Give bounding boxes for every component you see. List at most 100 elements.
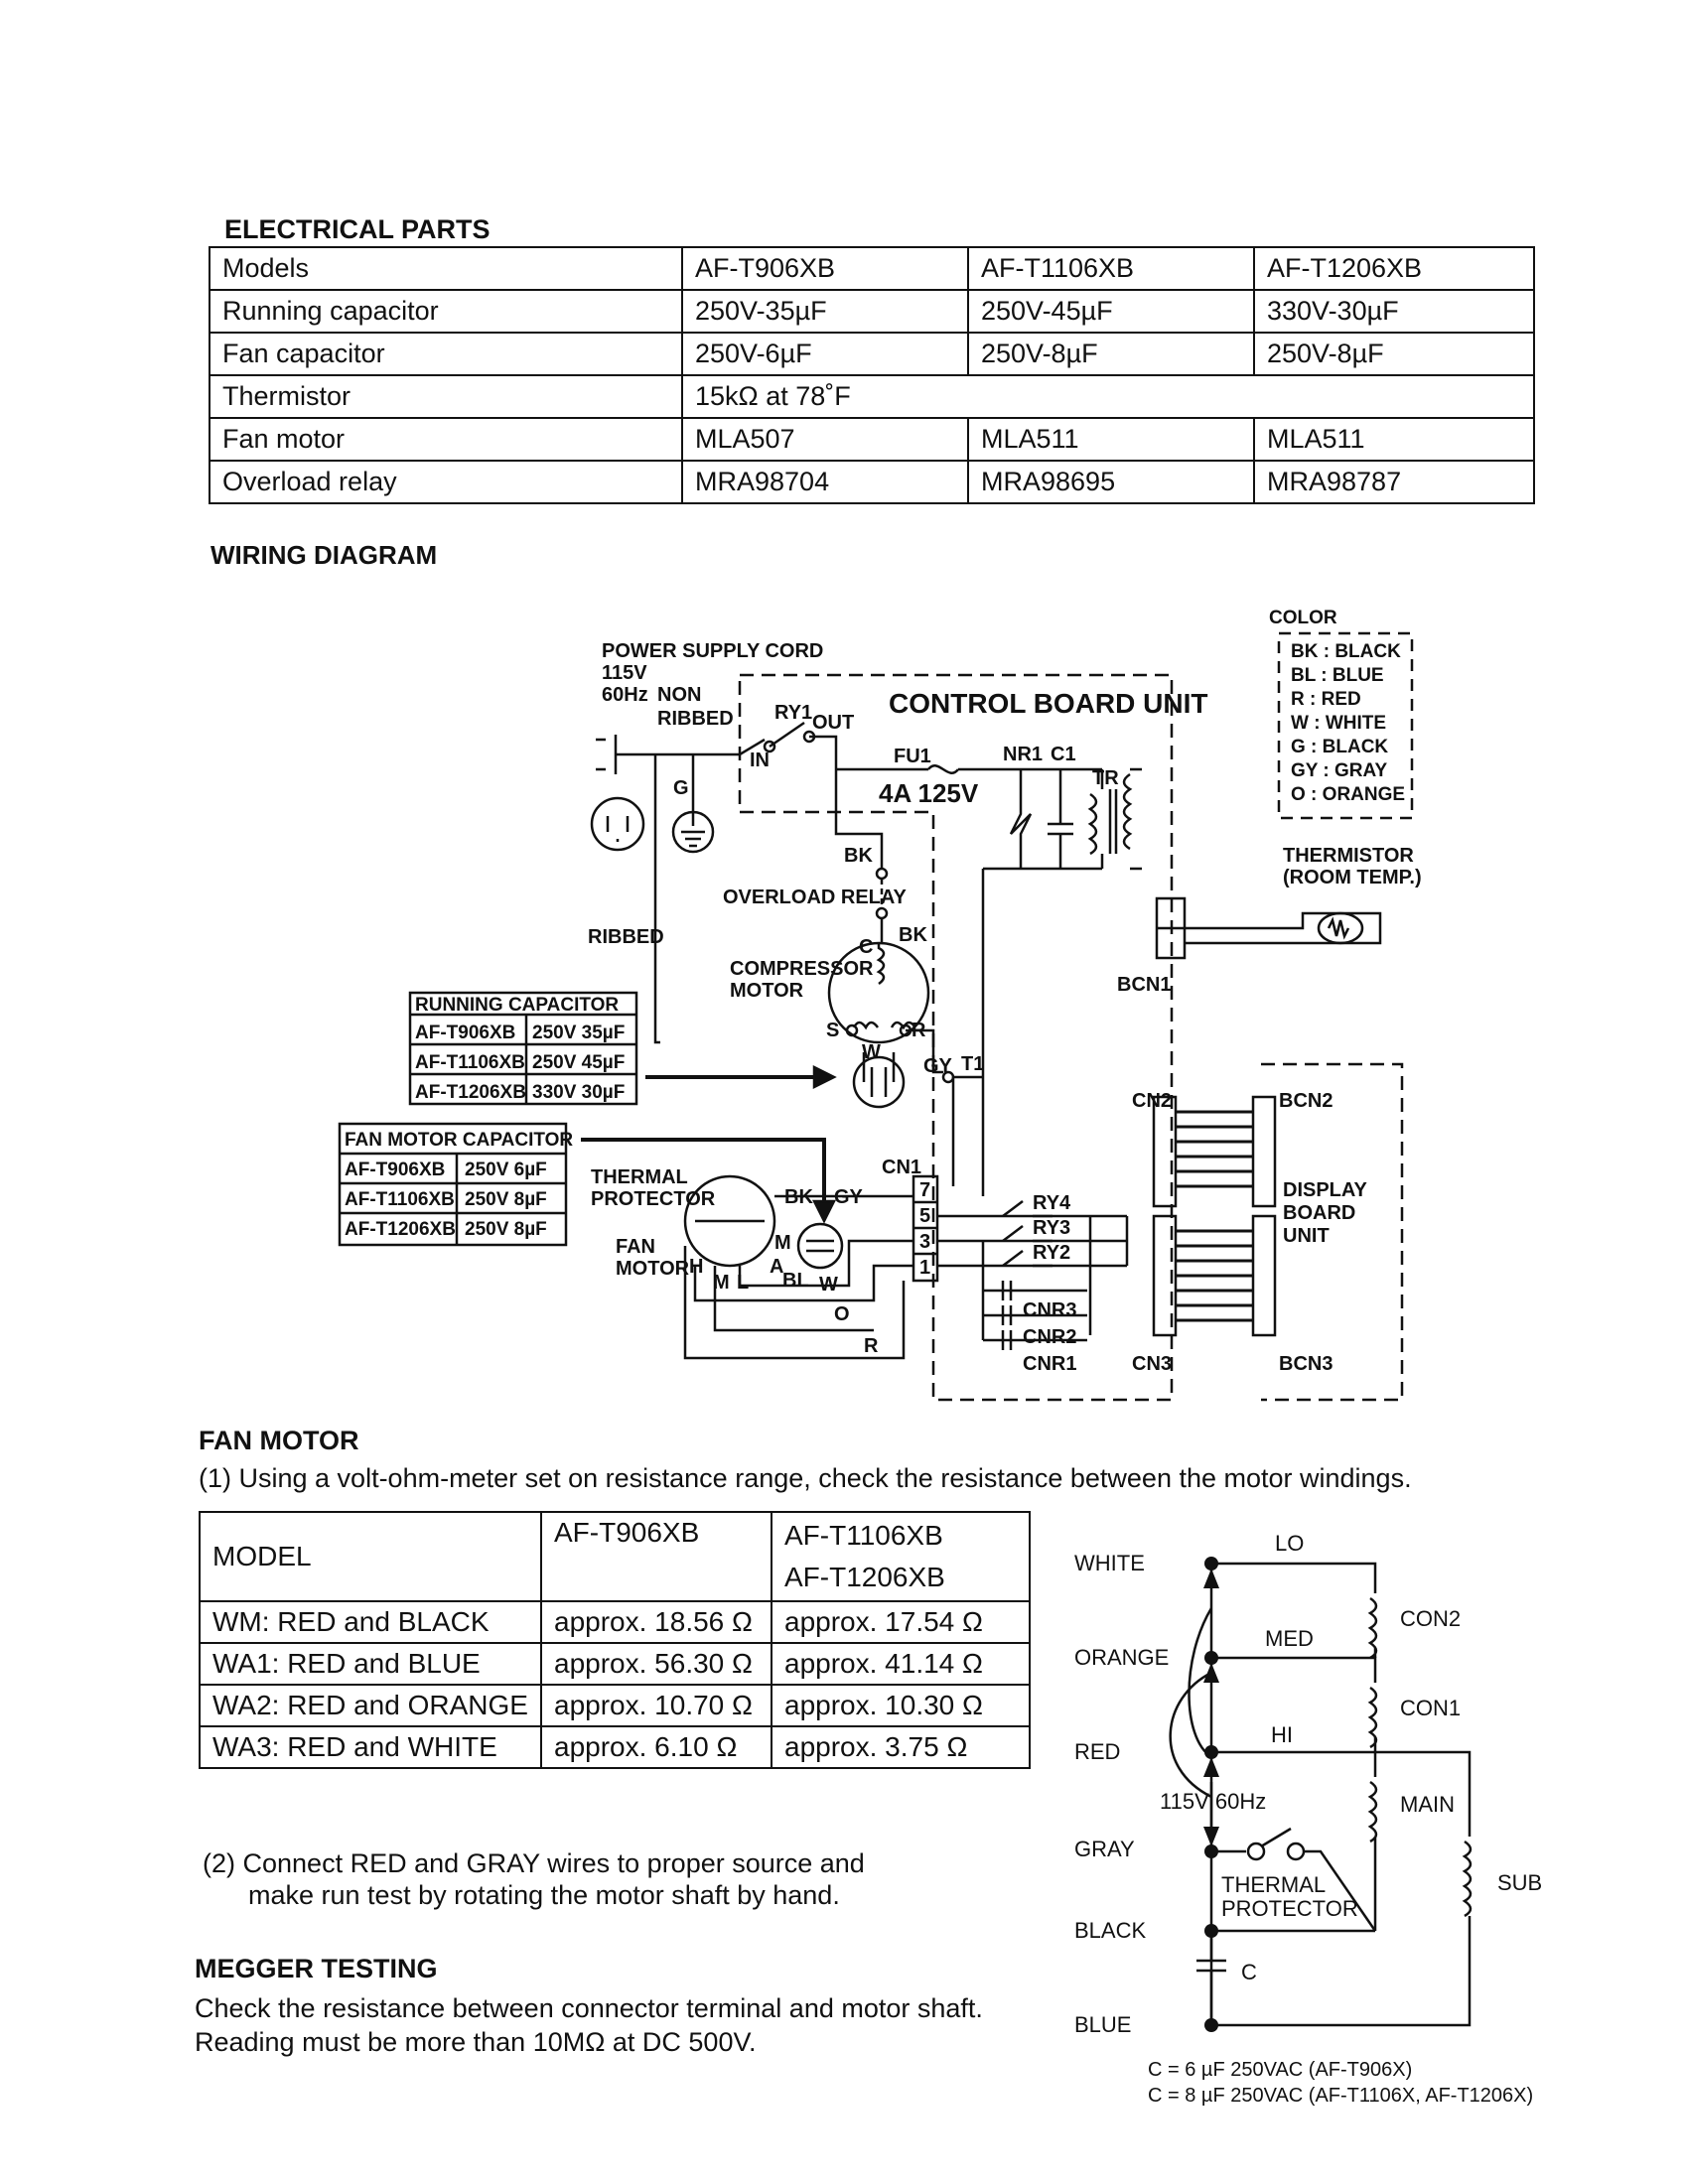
thermal-label: THERMAL [591, 1166, 688, 1188]
fuse-rating-label: 4A 125V [879, 778, 979, 808]
table-cell: Overload relay [209, 460, 683, 504]
c-terminal-label: C [859, 936, 873, 958]
table-cell: 250V-35µF [681, 289, 969, 334]
fan-motor-symbol [683, 1174, 776, 1268]
power-voltage-label: 115V [602, 662, 647, 684]
nr1-label: NR1 [1003, 744, 1043, 765]
table-cell: Thermistor [209, 374, 683, 419]
table-cell: 330V-30µF [1253, 289, 1535, 334]
ground-label: G [673, 777, 689, 799]
wiring-diagram: POWER SUPPLY CORD 115V 60Hz NON RIBBED R… [338, 608, 1422, 1402]
wire-label: GRAY [1074, 1837, 1135, 1861]
t1-label: T1 [961, 1053, 984, 1075]
bl-label: BL [782, 1270, 809, 1292]
pin-1: 1 [919, 1257, 930, 1279]
table-row: Fan capacitor 250V-6µF 250V-8µF 250V-8µF [209, 332, 1535, 376]
motor-label: MOTOR [730, 980, 804, 1002]
table-cell: approx. 10.70 Ω [540, 1684, 772, 1727]
electrical-parts-title: ELECTRICAL PARTS [224, 214, 491, 244]
table-row: WA2: RED and ORANGE approx. 10.70 Ω appr… [199, 1684, 1031, 1727]
fu1-label: FU1 [894, 746, 931, 767]
cnr3-label: CNR3 [1023, 1299, 1076, 1321]
power-frequency-label: 60Hz [602, 684, 648, 706]
table-cell: AF-T906XB [415, 1023, 515, 1043]
ground-icon [671, 810, 715, 854]
thermistor-sub-label: (ROOM TEMP.) [1283, 867, 1422, 888]
table-cell: MRA98695 [967, 460, 1255, 504]
megger-line1: Check the resistance between connector t… [195, 1993, 983, 2023]
table-cell: approx. 6.10 Ω [540, 1725, 772, 1769]
protector-label: PROTECTOR [591, 1188, 716, 1210]
table-cell: MLA511 [967, 417, 1255, 462]
fan-motor-resistance-table: MODEL AF-T906XB AF-T1106XB AF-T1206XB WM… [199, 1511, 1031, 1769]
table-cell: WM: RED and BLACK [199, 1600, 542, 1644]
legend-item: GY : GRAY [1291, 760, 1387, 781]
fan-motor-step1: (1) Using a volt-ohm-meter set on resist… [199, 1463, 1412, 1493]
tr-label: TR [1092, 767, 1119, 789]
fan-motor-label: MOTOR [616, 1258, 690, 1280]
source-label: 115V 60Hz [1160, 1789, 1266, 1814]
cn3-label: CN3 [1132, 1353, 1172, 1375]
non-label: NON [657, 684, 701, 706]
table-row: Models AF-T906XB AF-T1106XB AF-T1206XB [209, 246, 1535, 291]
table-cell: MLA511 [1253, 417, 1535, 462]
table-cell: Models [209, 246, 683, 291]
table-cell: MLA507 [681, 417, 969, 462]
ry2-label: RY2 [1033, 1242, 1070, 1264]
thermistor-label: THERMISTOR [1283, 845, 1414, 867]
overload-relay-label: OVERLOAD RELAY [723, 887, 908, 908]
coil-label: SUB [1497, 1870, 1542, 1895]
table-cell: AF-T1206XB [345, 1219, 456, 1240]
control-board-outline [738, 673, 1174, 1402]
model-header-line: AF-T1106XB [784, 1520, 943, 1551]
board-label: BOARD [1283, 1202, 1355, 1224]
legend-item: BL : BLUE [1291, 665, 1384, 686]
pin-5: 5 [919, 1205, 930, 1227]
w2-label: W [819, 1274, 838, 1296]
table-cell: approx. 17.54 Ω [771, 1600, 1031, 1644]
table-row: Overload relay MRA98704 MRA98695 MRA9878… [209, 460, 1535, 504]
h-label: H [689, 1256, 703, 1278]
cnr2-label: CNR2 [1023, 1326, 1076, 1348]
m-label: M [713, 1272, 730, 1294]
table-cell: Fan capacitor [209, 332, 683, 376]
display-label: DISPLAY [1283, 1179, 1368, 1201]
wire-label: WHITE [1074, 1551, 1145, 1575]
w-label: W [862, 1041, 881, 1063]
color-legend-box [1277, 631, 1414, 820]
fan-winding-diagram: WHITE ORANGE RED GRAY BLACK BLUE LO MED … [1074, 1531, 1542, 2037]
table-cell: AF-T906XB [540, 1511, 772, 1602]
wiring-diagram-title: WIRING DIAGRAM [210, 540, 438, 570]
legend-item: G : BLACK [1291, 737, 1388, 757]
table-cell: 250V 35µF [532, 1023, 625, 1043]
electrical-parts-table: Models AF-T906XB AF-T1106XB AF-T1206XB R… [209, 246, 1535, 504]
table-cell: AF-T1106XB [967, 246, 1255, 291]
table-cell: Fan motor [209, 417, 683, 462]
table-cell: AF-T906XB [345, 1160, 445, 1180]
table-cell: 250V-8µF [967, 332, 1255, 376]
capacitor-note-1: C = 6 µF 250VAC (AF-T906X) [1148, 2059, 1413, 2081]
power-cord-label: POWER SUPPLY CORD [602, 640, 823, 662]
table-cell: 250V-6µF [681, 332, 969, 376]
fan-label: FAN [616, 1236, 655, 1258]
legend-item: R : RED [1291, 689, 1361, 710]
legend-item: O : ORANGE [1291, 784, 1405, 805]
table-cell: MRA98787 [1253, 460, 1535, 504]
model-header-line: AF-T1206XB [784, 1562, 945, 1592]
c1-label: C1 [1051, 744, 1076, 765]
table-cell: MODEL [199, 1511, 542, 1602]
capacitor-note-2: C = 8 µF 250VAC (AF-T1106X, AF-T1206X) [1148, 2085, 1534, 2107]
cnr1-label: CNR1 [1023, 1353, 1076, 1375]
table-cell: AF-T1106XB [415, 1052, 525, 1073]
unit-label: UNIT [1283, 1225, 1330, 1247]
table-cell: 250V 45µF [532, 1052, 625, 1073]
a-label: A [770, 1256, 783, 1278]
table-cell: 330V 30µF [532, 1082, 625, 1103]
table-cell: MRA98704 [681, 460, 969, 504]
table-cell: WA3: RED and WHITE [199, 1725, 542, 1769]
table-cell: 250V-8µF [1253, 332, 1535, 376]
cn2-label: CN2 [1132, 1090, 1172, 1112]
wire-label: ORANGE [1074, 1645, 1169, 1670]
protector-label: PROTECTOR [1221, 1896, 1358, 1921]
fan-cap-title: FAN MOTOR CAPACITOR [345, 1130, 573, 1151]
